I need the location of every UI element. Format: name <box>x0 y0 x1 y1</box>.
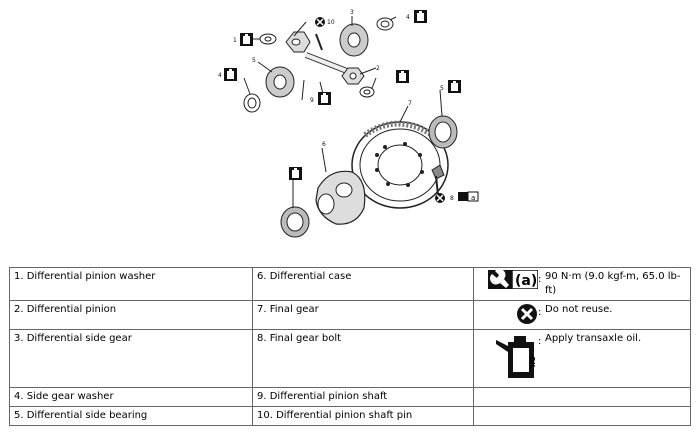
empty-cell <box>473 387 691 407</box>
callout-3: 3 <box>350 9 354 16</box>
torque-spec: 90 N·m (9.0 kgf-m, 65.0 lb-ft) <box>545 271 681 296</box>
callout-4: 4 <box>406 14 410 21</box>
oil-text: Apply transaxle oil. <box>545 333 642 344</box>
legend-item: 8. Final gear bolt <box>252 329 474 388</box>
svg-text:OIL: OIL <box>528 356 536 370</box>
symbol-oil-cell: OIL : Apply transaxle oil. <box>473 329 691 388</box>
symbol-do-not-reuse-cell: : Do not reuse. <box>473 300 691 330</box>
legend-item: 10. Differential pinion shaft pin <box>252 406 474 426</box>
parts-legend-table: 1. Differential pinion washer 6. Differe… <box>9 267 691 426</box>
torque-marker: a <box>458 191 479 202</box>
legend-item: 4. Side gear washer <box>9 387 253 407</box>
oil-can-icon: OIL <box>496 336 536 378</box>
legend-item: 5. Differential side bearing <box>9 406 253 426</box>
callout-10: 10 <box>327 19 335 26</box>
legend-item: 9. Differential pinion shaft <box>252 387 474 407</box>
callout-1: 1 <box>233 37 237 44</box>
table-row: 2. Differential pinion 7. Final gear : D… <box>9 300 691 330</box>
table-row: 5. Differential side bearing 10. Differe… <box>9 406 691 426</box>
empty-cell <box>473 406 691 426</box>
callout-8: 8 <box>450 195 454 202</box>
callout-9: 9 <box>310 97 314 104</box>
legend-item: 3. Differential side gear <box>9 329 253 388</box>
torque-wrench-icon: (a) <box>488 270 538 289</box>
torque-badge: (a) <box>515 273 537 289</box>
do-not-reuse-marker <box>315 17 445 203</box>
symbol-torque-cell: (a) : 90 N·m (9.0 kgf-m, 65.0 lb-ft) <box>473 267 691 301</box>
table-row: 1. Differential pinion washer 6. Differe… <box>9 267 691 301</box>
do-not-reuse-text: Do not reuse. <box>545 304 613 315</box>
callout-2: 2 <box>376 65 380 72</box>
callout-4: 4 <box>218 72 222 79</box>
table-row: 4. Side gear washer 9. Differential pini… <box>9 387 691 407</box>
legend-item: 7. Final gear <box>252 300 474 330</box>
table-row: 3. Differential side gear 8. Final gear … <box>9 329 691 388</box>
svg-text:a: a <box>471 194 475 202</box>
callout-5: 5 <box>252 57 256 64</box>
exploded-differential-diagram: a 1 2 3 4 4 5 5 6 7 8 9 10 <box>218 9 479 238</box>
legend-item: 1. Differential pinion washer <box>9 267 253 301</box>
callout-7: 7 <box>408 100 412 107</box>
legend-item: 6. Differential case <box>252 267 474 301</box>
do-not-reuse-icon <box>517 304 537 324</box>
legend-item: 2. Differential pinion <box>9 300 253 330</box>
callout-6: 6 <box>322 141 326 148</box>
callout-5: 5 <box>440 85 444 92</box>
